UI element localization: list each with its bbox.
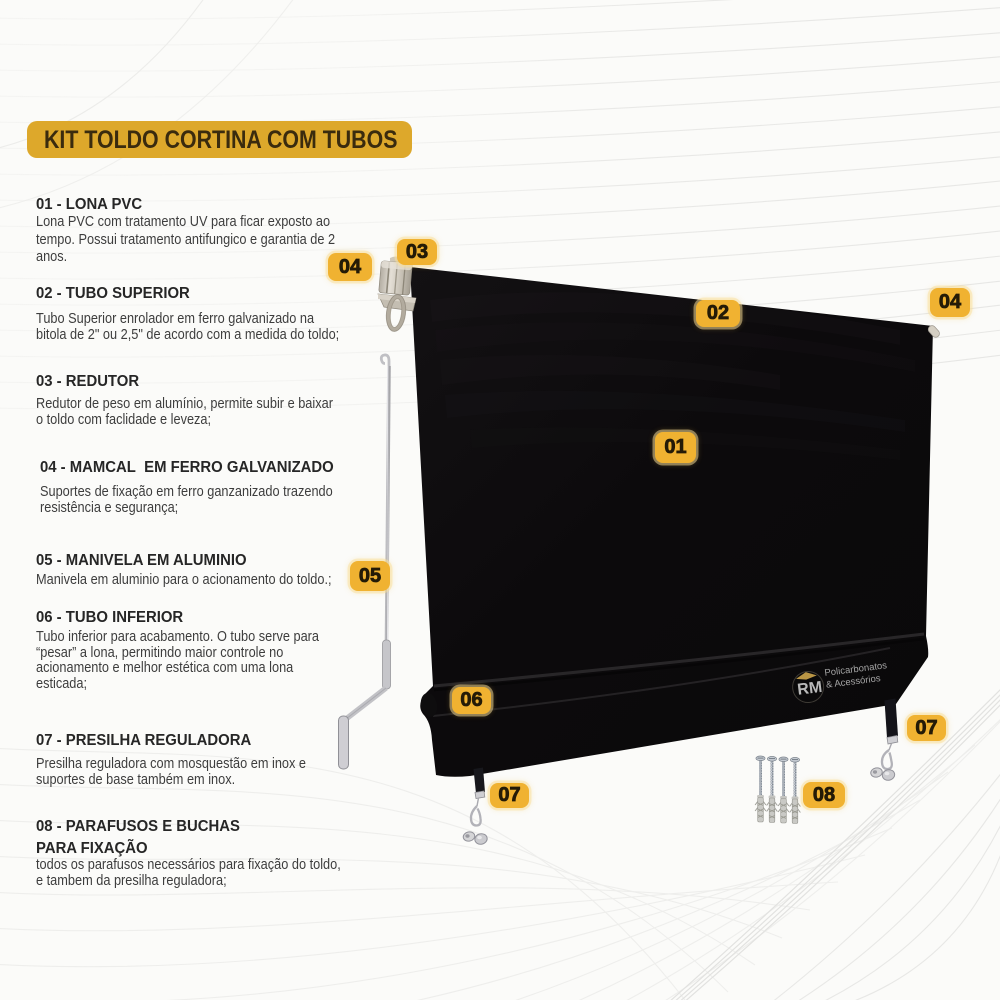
svg-text:RM: RM [796,679,823,699]
